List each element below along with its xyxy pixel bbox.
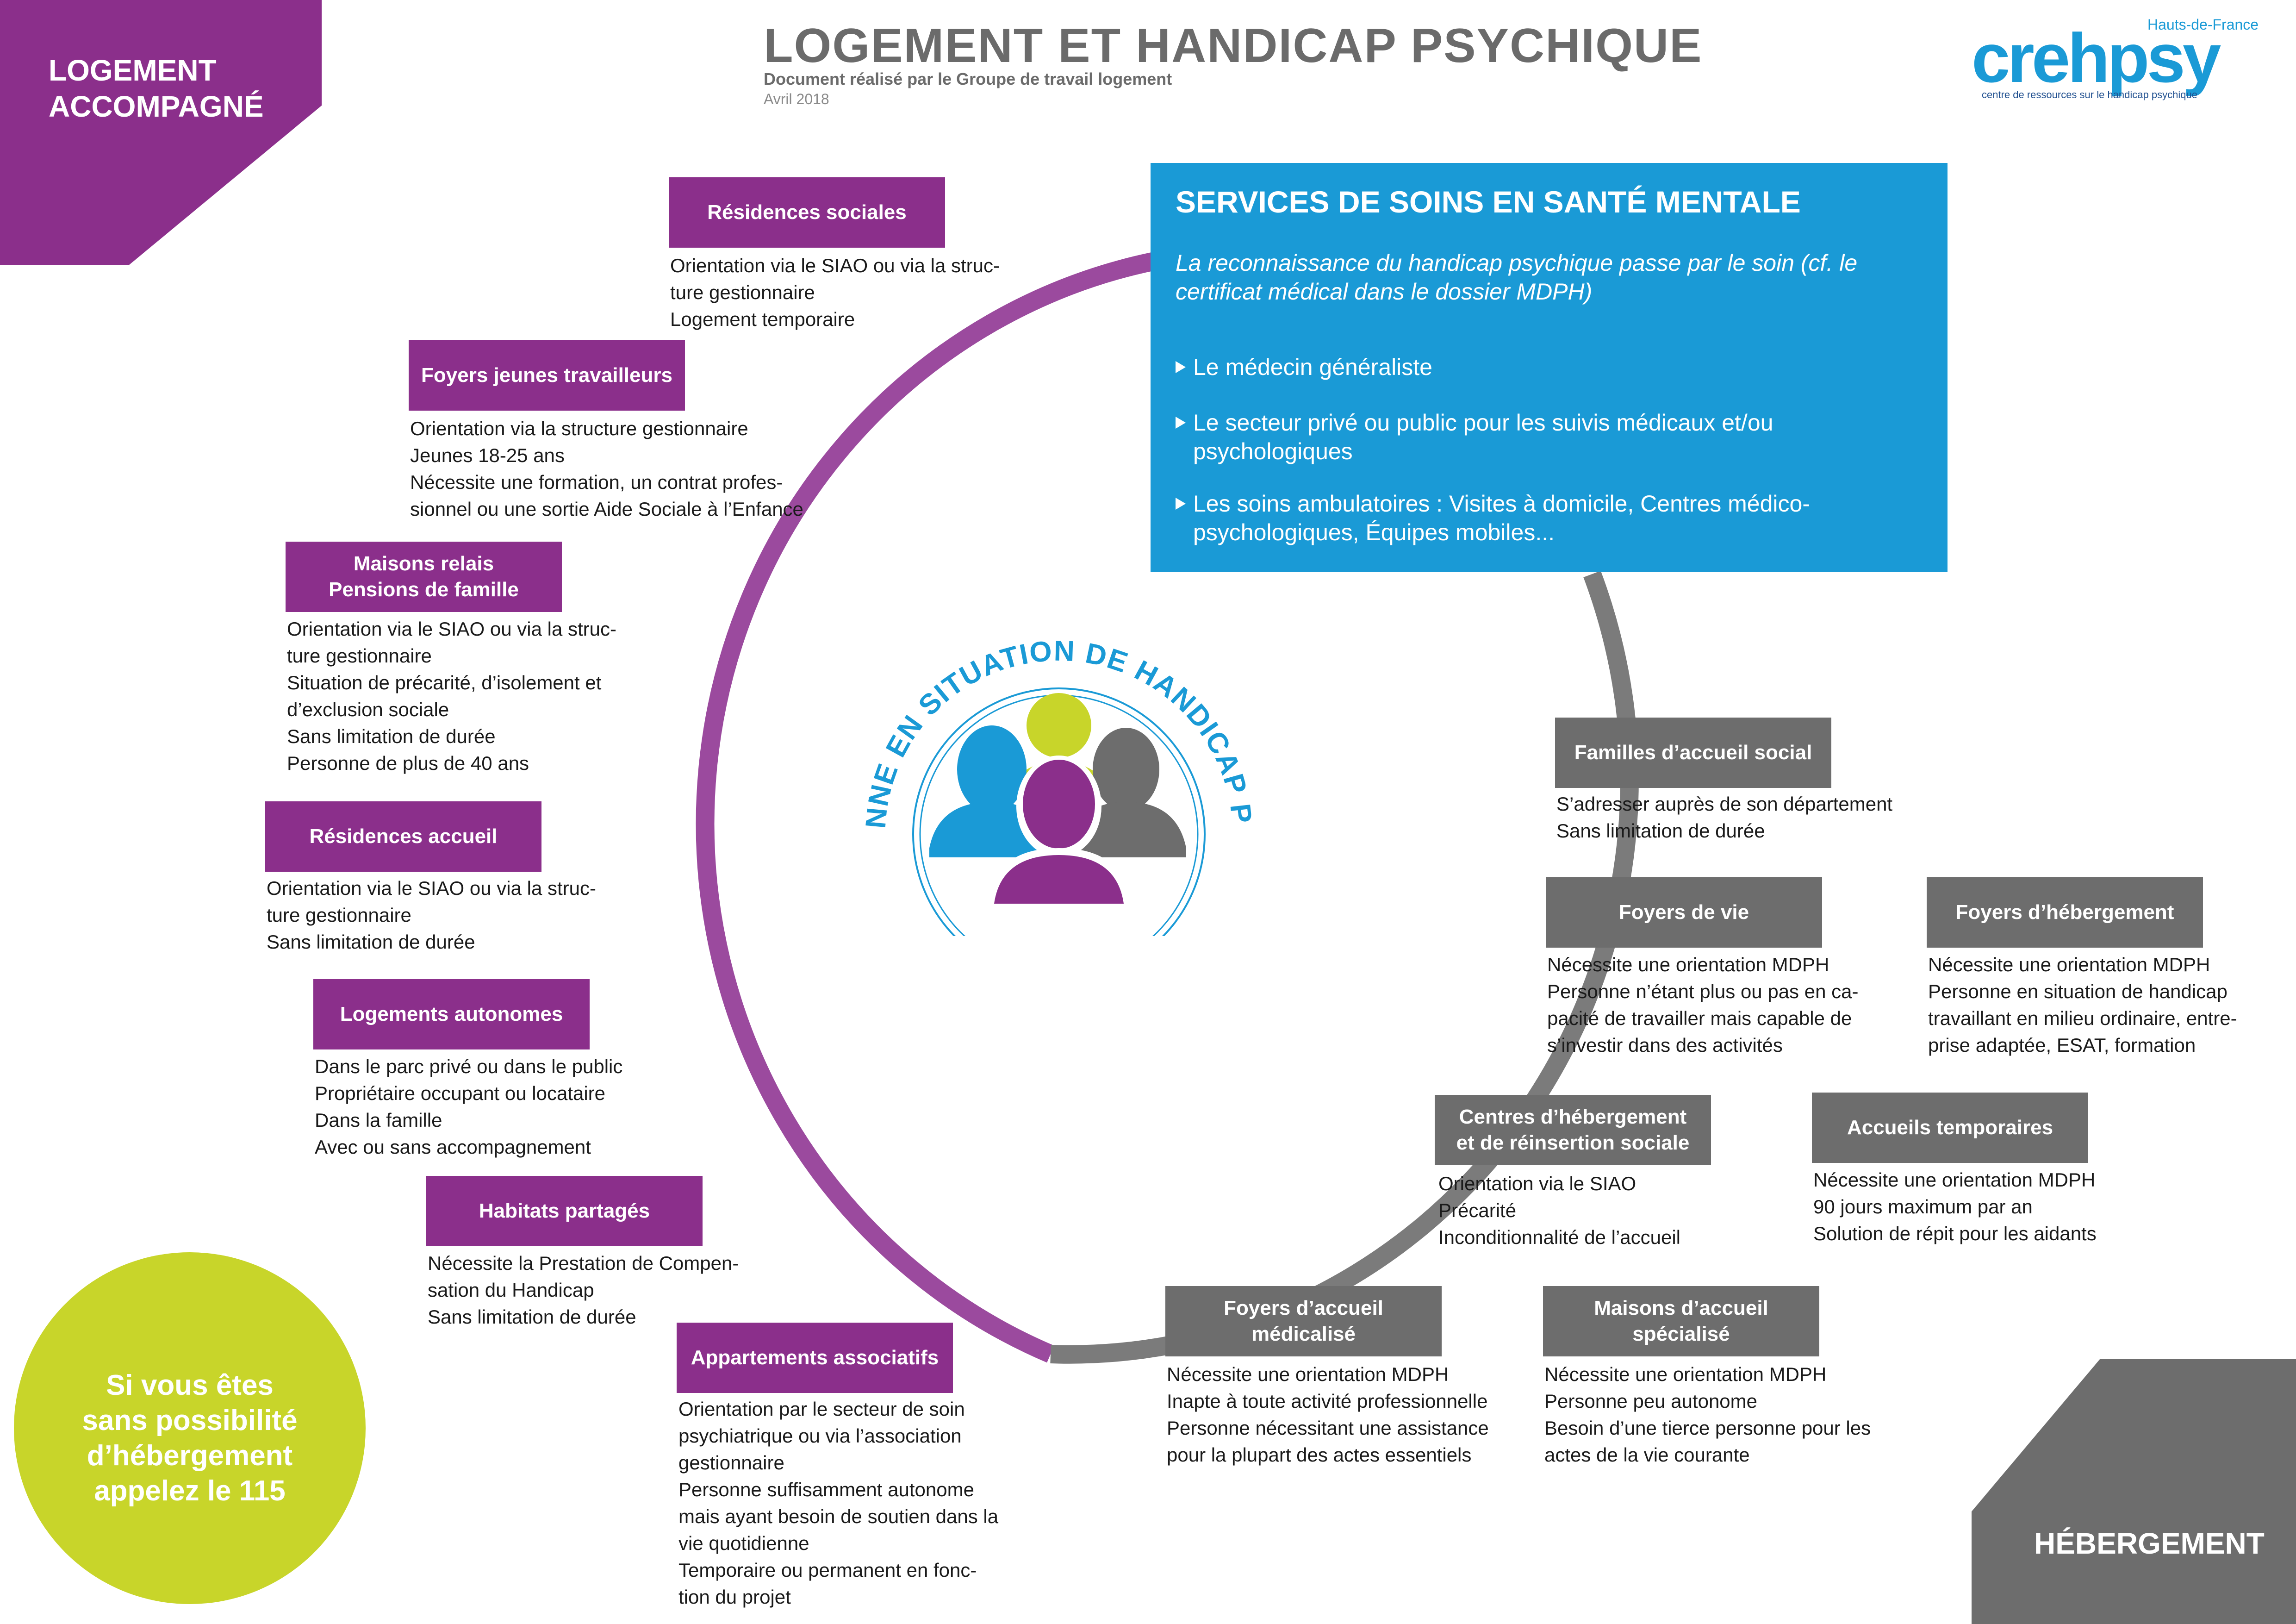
category-foyers-hebergement: Foyers d’hébergement — [1927, 877, 2203, 948]
category-logements-autonomes: Logements autonomes — [313, 979, 590, 1049]
category-accueils-temporaires: Accueils temporaires — [1812, 1093, 2088, 1163]
call-115-text: Si vous êtes sans possibilité d’hébergem… — [82, 1369, 298, 1507]
page-title: LOGEMENT ET HANDICAP PSYCHIQUE — [764, 19, 1703, 73]
desc-habitats-partages: Nécessite la Prestation de Compen-sation… — [428, 1252, 739, 1328]
category-residences-accueil: Résidences accueil — [265, 801, 541, 872]
category-residences-sociales: Résidences sociales — [669, 177, 945, 248]
bullet-triangle-icon — [1176, 498, 1186, 510]
desc-residences-accueil: Orientation via le SIAO ou via la struc-… — [267, 877, 596, 953]
logo-wordmark: crehpsy — [1972, 19, 2221, 97]
crehpsy-logo: crehpsy Hauts-de-France centre de ressou… — [1972, 9, 2259, 111]
logo-tagline: centre de ressources sur le handicap psy… — [1982, 89, 2197, 100]
call-115-circle: Si vous êtes sans possibilité d’hébergem… — [14, 1252, 366, 1604]
hebergement-corner — [1972, 1359, 2296, 1624]
services-item: Le secteur privé ou public pour les suiv… — [1176, 408, 1925, 466]
person-center-emblem: LA PERSONNE EN SITUATION DE HANDICAP PSY… — [837, 584, 1257, 936]
corner-label-hebergement: HÉBERGEMENT — [2034, 1527, 2265, 1560]
page-date: Avril 2018 — [764, 91, 829, 107]
corner-label-logement: LOGEMENT ACCOMPAGNÉ — [49, 54, 264, 123]
logement-arc — [696, 252, 1155, 1363]
services-soins-box: SERVICES DE SOINS EN SANTÉ MENTALE La re… — [1151, 163, 1948, 572]
page-subtitle: Document réalisé par le Groupe de travai… — [764, 69, 1172, 88]
services-item: Le médecin généraliste — [1176, 353, 1925, 381]
desc-maisons-relais: Orientation via le SIAO ou via la struc-… — [287, 618, 616, 774]
category-foyers-jeunes-travailleurs: Foyers jeunes travailleurs — [409, 340, 685, 411]
logo-region: Hauts-de-France — [2147, 16, 2259, 33]
bullet-triangle-icon — [1176, 417, 1186, 429]
services-title: SERVICES DE SOINS EN SANTÉ MENTALE — [1176, 185, 1801, 219]
desc-foyers-jeunes-travailleurs: Orientation via la structure gestionnair… — [410, 418, 803, 520]
bullet-triangle-icon — [1176, 361, 1186, 373]
category-familles-accueil-social: Familles d’accueil social — [1555, 718, 1831, 788]
category-habitats-partages: Habitats partagés — [426, 1176, 703, 1246]
people-group-icon — [929, 693, 1186, 904]
desc-residences-sociales: Orientation via le SIAO ou via la struc-… — [670, 255, 1000, 330]
category-foyers-de-vie: Foyers de vie — [1546, 877, 1822, 948]
services-intro: La reconnaissance du handicap psychique … — [1176, 250, 1858, 305]
logement-accompagne-corner — [0, 0, 322, 265]
category-appartements-associatifs: Appartements associatifs — [677, 1323, 953, 1393]
services-item: Les soins ambulatoires : Visites à domic… — [1176, 489, 1925, 547]
